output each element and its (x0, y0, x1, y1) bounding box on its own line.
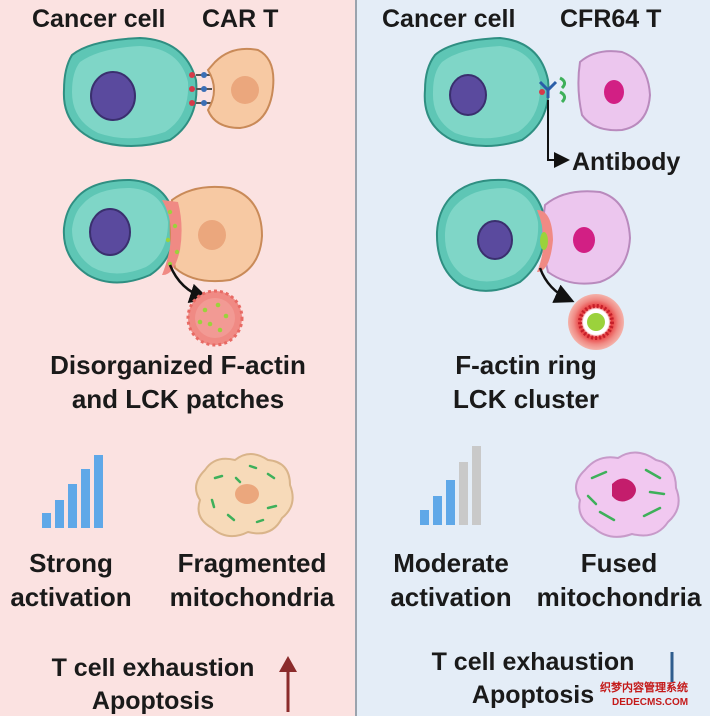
left-trend-up-arrow (279, 656, 297, 712)
right-bar-2 (433, 496, 442, 525)
right-bar-4 (459, 462, 468, 525)
left-bar-4 (81, 469, 90, 528)
left-outcome-line2: Apoptosis (91, 687, 215, 715)
left-synapse-caption-line2: and LCK patches (71, 384, 285, 414)
left-synapse-caption-line1: Disorganized F-actin (50, 350, 306, 380)
right-bar-1 (420, 510, 429, 525)
right-cancer-nucleus-top (449, 74, 487, 116)
right-cancer-cell-top (423, 36, 550, 147)
left-cancer-cell-label: Cancer cell (32, 5, 166, 33)
left-car-t-cell-synapse (169, 185, 264, 283)
left-actin-patches-icon (186, 289, 244, 347)
right-actin-ring-icon (568, 294, 624, 350)
left-bar-3 (68, 484, 77, 528)
left-cancer-cell-top (62, 36, 198, 147)
cfr64-t-label: CFR64 T (560, 5, 662, 33)
left-fragmented-mitochondria-icon (195, 453, 294, 538)
left-activation-label-line1: Strong (29, 548, 113, 578)
watermark-line2: DEDECMS.COM (612, 697, 689, 708)
left-car-t-cell-top (206, 47, 275, 130)
antibody-icon (538, 76, 567, 104)
left-outcome-line1: T cell exhaustion (51, 654, 255, 682)
left-bar-2 (55, 500, 64, 528)
right-bar-5 (472, 446, 481, 525)
right-activation-label-line2: activation (390, 582, 512, 612)
right-cancer-cell-synapse (435, 178, 547, 292)
watermark-line1: 织梦内容管理系统 (600, 682, 688, 694)
left-activation-bars (42, 455, 103, 528)
left-bar-1 (42, 513, 51, 528)
right-bar-3 (446, 480, 455, 525)
left-cancer-cell-synapse (62, 178, 177, 284)
right-cfr64-t-cell-top (577, 50, 652, 132)
right-cancer-cell-label: Cancer cell (382, 5, 516, 33)
right-cancer-nucleus-synapse (477, 220, 513, 260)
right-outcome-line2: Apoptosis (471, 681, 595, 709)
right-activation-label-line1: Moderate (393, 548, 509, 578)
left-cancer-nucleus-synapse (89, 208, 131, 256)
right-organized-synapse (537, 210, 553, 272)
left-mito-label-line1: Fragmented (177, 548, 327, 578)
right-cfr64-t-cell-synapse (542, 190, 632, 285)
left-car-receptors (189, 72, 212, 106)
left-mito-label-line2: mitochondria (169, 582, 335, 612)
left-activation-label-line2: activation (10, 582, 132, 612)
left-disorganized-synapse (162, 200, 182, 276)
car-t-label: CAR T (202, 5, 279, 33)
right-activation-bars (420, 446, 481, 525)
right-mito-label-line1: Fused (580, 548, 658, 578)
right-zoom-arrow (538, 267, 575, 303)
right-outcome-line1: T cell exhaustion (431, 648, 635, 676)
right-mito-label-line2: mitochondria (536, 582, 702, 612)
antibody-label: Antibody (572, 148, 681, 176)
antibody-pointer-arrow (547, 100, 570, 168)
panel-divider (355, 0, 357, 716)
right-synapse-caption-line2: LCK cluster (453, 384, 599, 414)
left-cancer-nucleus-top (90, 71, 136, 121)
left-bar-5 (94, 455, 103, 528)
right-fused-mitochondria-icon (575, 451, 680, 538)
right-synapse-caption-line1: F-actin ring (455, 350, 597, 380)
